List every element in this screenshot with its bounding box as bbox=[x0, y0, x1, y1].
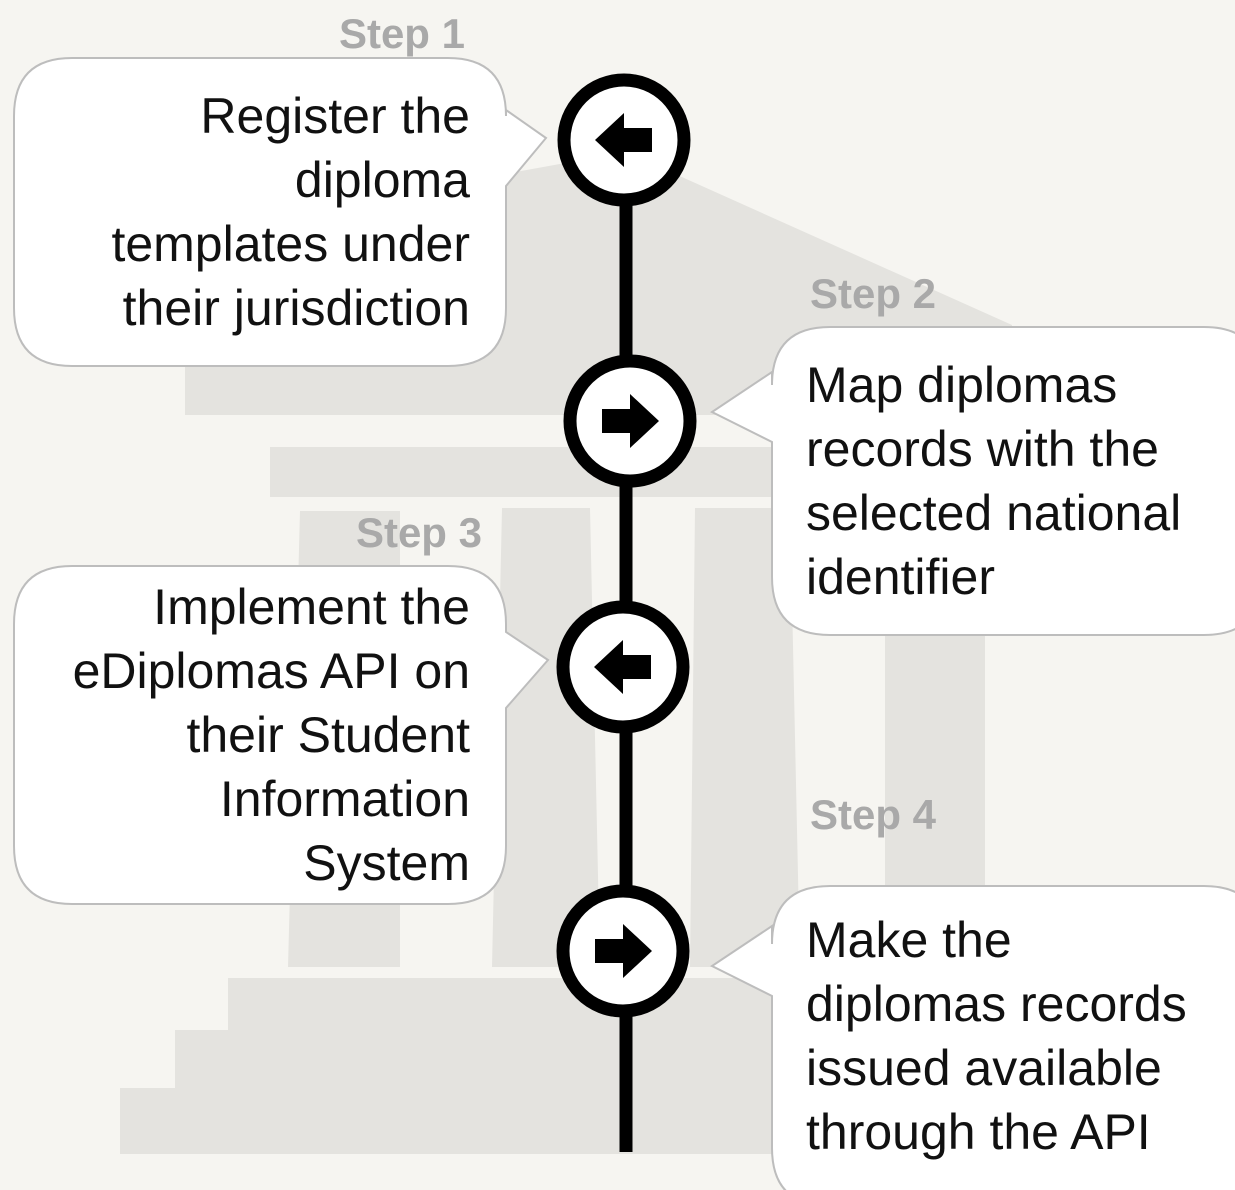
step-label: Step 1 bbox=[338, 10, 465, 57]
step-label: Step 3 bbox=[355, 509, 482, 556]
description-line: System bbox=[303, 835, 470, 891]
description-line: selected national bbox=[806, 485, 1182, 541]
speech-bubble bbox=[710, 326, 1235, 636]
step-description: Map diplomas records with the selected n… bbox=[806, 327, 1235, 635]
description-line: Make the bbox=[806, 912, 1012, 968]
speech-bubble bbox=[710, 885, 1235, 1190]
arrow-right-icon bbox=[602, 394, 659, 448]
step-marker bbox=[563, 354, 697, 488]
step-description: Implement the eDiplomas API on their Stu… bbox=[14, 566, 470, 904]
description-line: diploma bbox=[294, 152, 470, 208]
description-line: identifier bbox=[806, 549, 995, 605]
arrow-left-icon bbox=[595, 113, 652, 167]
markers-layer bbox=[556, 73, 697, 1018]
description-line: eDiplomas API on bbox=[72, 643, 470, 699]
building-column bbox=[885, 600, 985, 967]
building-column bbox=[492, 508, 600, 967]
building-column bbox=[690, 508, 800, 967]
speech-bubble bbox=[13, 57, 548, 367]
bubbles-layer bbox=[13, 57, 1235, 1190]
step-marker bbox=[556, 884, 690, 1018]
description-line: templates under bbox=[111, 216, 470, 272]
description-line: their Student bbox=[186, 707, 470, 763]
description-line: Implement the bbox=[153, 579, 470, 635]
description-line: their jurisdiction bbox=[122, 280, 470, 336]
step-label: Step 2 bbox=[810, 270, 937, 317]
description-line: Information bbox=[219, 771, 470, 827]
step-marker bbox=[557, 73, 691, 207]
step-marker bbox=[556, 600, 690, 734]
description-line: issued available bbox=[806, 1040, 1162, 1096]
description-line: Register the bbox=[200, 88, 470, 144]
description-line: through the API bbox=[806, 1104, 1151, 1160]
step-description: Register the diploma templates under the… bbox=[14, 58, 470, 366]
description-line: records with the bbox=[806, 421, 1159, 477]
arrow-right-icon bbox=[595, 924, 652, 978]
building-beam bbox=[270, 447, 830, 497]
arrow-left-icon bbox=[594, 640, 651, 694]
description-line: diplomas records bbox=[806, 976, 1187, 1032]
step-description: Make the diplomas records issued availab… bbox=[806, 886, 1235, 1186]
description-line: Map diplomas bbox=[806, 357, 1118, 413]
step-label: Step 4 bbox=[810, 791, 937, 838]
speech-bubble bbox=[13, 565, 550, 905]
